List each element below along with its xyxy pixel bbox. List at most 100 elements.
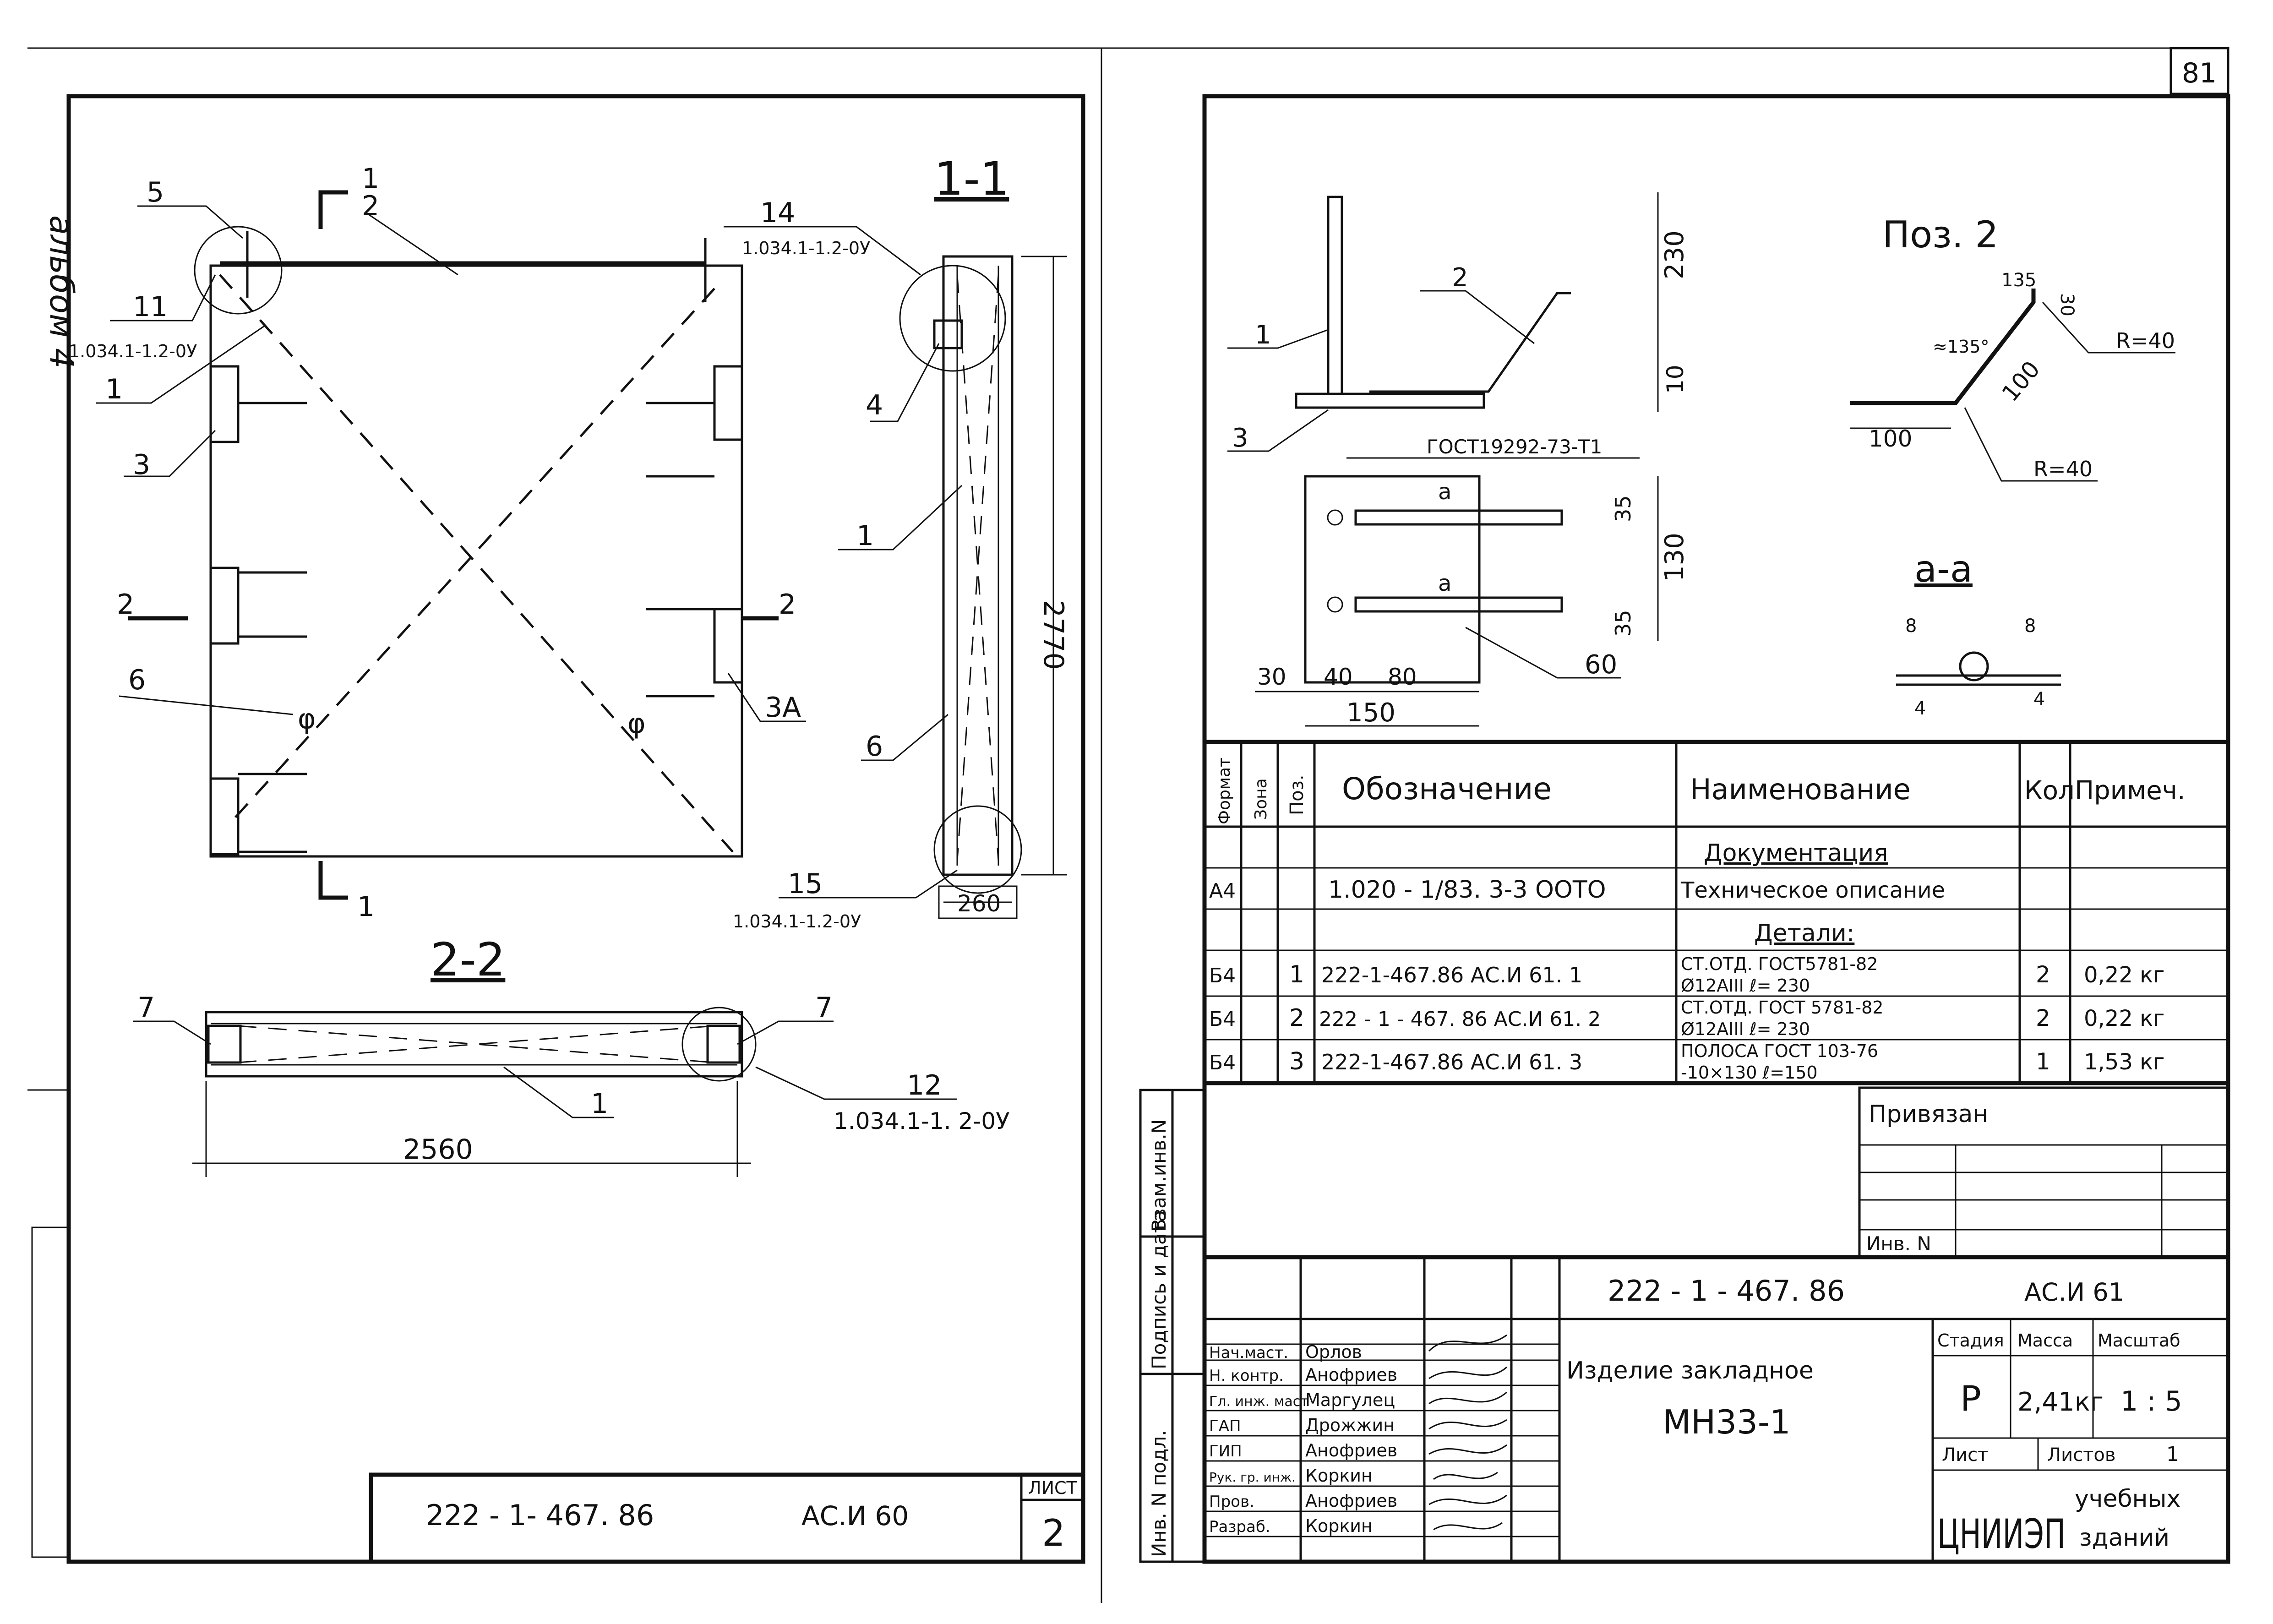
weld-mark: а [1438, 479, 1451, 505]
table-header: Обозначение [1342, 771, 1552, 807]
position-label: 2 [362, 190, 379, 222]
section-mark-1-bottom [318, 861, 348, 900]
doc-format: А4 [1209, 879, 1236, 903]
side-label-sign: Подпись и дата [1148, 1210, 1170, 1369]
position-label: 1 [856, 520, 874, 552]
table-row: Б4 1 222-1-467.86 АС.И 61. 1 СТ.ОТД. ГОС… [1209, 954, 2164, 996]
dimension: 100 [1869, 425, 1912, 452]
signature [1433, 1522, 1503, 1531]
plate-7-right [706, 1025, 741, 1064]
stud-hole-top [1327, 509, 1343, 526]
plan-view: 1 1 2 2 5 2 11 1.034.1-1.2-0У 1 3 6 φ φ … [69, 163, 806, 923]
specification-table: Формат Зона Поз. Обозначение Наименовани… [1202, 740, 2230, 1085]
position-label: 1 [105, 373, 123, 405]
leader-pos-3 [1227, 409, 1329, 452]
dimension: 30 [1257, 664, 1286, 690]
leader-6-section [861, 714, 948, 761]
node-circle-11 [194, 226, 283, 315]
node-circle-15 [933, 805, 1022, 894]
poz-2-detail: Поз. 2 135 30 ≈135° R=40 R=40 100 100 [1850, 213, 2175, 482]
leader-11 [110, 274, 216, 322]
leader-6 [119, 695, 294, 715]
position-label: 7 [137, 992, 155, 1024]
spec-table-frame [1202, 740, 2230, 1085]
person-name: Маргулец [1305, 1390, 1395, 1410]
role-label: Н. контр. [1209, 1367, 1284, 1385]
node-circle-12 [681, 1007, 757, 1082]
signature [1428, 1366, 1508, 1379]
dimension: 130 [1660, 533, 1690, 582]
signature [1433, 1471, 1498, 1480]
radius-label: R=40 [2116, 328, 2175, 353]
mass-value: 2,41кг [2017, 1387, 2104, 1417]
leader-pos-2 [1420, 290, 1535, 344]
leader-1-section-2 [503, 1066, 614, 1118]
stage-value: Р [1960, 1378, 1981, 1419]
album-note: альбом 4 [43, 215, 80, 368]
margin-box [31, 1226, 70, 1558]
left-stamp-frame [369, 1472, 1085, 1564]
role-label: Разраб. [1209, 1518, 1270, 1536]
position-label: 15 [788, 868, 823, 900]
leader-15 [779, 869, 958, 899]
plate-4 [933, 319, 963, 349]
position-label: 4 [866, 389, 883, 421]
org-name-line-1: учебных [2075, 1485, 2180, 1513]
row-format: Б4 [1209, 1008, 1236, 1031]
dimension: 230 [1660, 230, 1690, 279]
row-designation: 222 - 1 - 467. 86 АС.И 61. 2 [1319, 1008, 1601, 1031]
sheets-label: Листов [2047, 1444, 2115, 1466]
row-qty: 2 [2036, 961, 2050, 988]
angle-label: ≈135° [1933, 337, 1989, 357]
sheet-code: АС.И 60 [801, 1500, 909, 1531]
title-block-frame [1202, 1255, 2230, 1564]
stud-symbol: φ [627, 708, 646, 740]
position-label: 6 [128, 664, 146, 696]
sheet-code: АС.И 61 [2024, 1278, 2124, 1307]
radius-label: R=40 [2033, 457, 2093, 481]
dimension: 2560 [403, 1134, 473, 1166]
scale-label: Масштаб [2098, 1330, 2180, 1351]
position-ref: 1.034.1-1.2-0У [69, 341, 197, 361]
section-mark-label: 2 [117, 589, 134, 621]
section-title: 2-2 [431, 933, 505, 986]
product-title: Изделие закладное [1566, 1357, 1814, 1384]
dimension: 10 [1662, 365, 1689, 394]
stage-label: Стадия [1937, 1330, 2004, 1351]
table-header: Наименование [1690, 773, 1911, 806]
role-label: Нач.маст. [1209, 1344, 1288, 1362]
binding-inv-label: Инв. N [1866, 1232, 1931, 1255]
mass-label: Масса [2017, 1330, 2073, 1351]
handwritten-signatures [1428, 1334, 1508, 1531]
section-a-bar [1959, 651, 1989, 681]
dimension: 2770 [1037, 600, 1069, 670]
dimension: 4 [1914, 698, 1926, 719]
doc-designation: 1.020 - 1/83. 3-3 ООТО [1328, 876, 1606, 904]
row-pos: 2 [1289, 1004, 1304, 1032]
poz-2-bar [1850, 289, 2036, 405]
leader-7-right [737, 1020, 834, 1045]
role-label: Рук. гр. инж. [1209, 1470, 1296, 1485]
bar-plan-bottom [1354, 596, 1563, 613]
row-qty: 2 [2036, 1005, 2050, 1031]
dimension: 40 [1324, 664, 1353, 690]
stud-hole-bottom [1327, 596, 1343, 613]
side-label-zam: Взам.инв.N [1148, 1119, 1170, 1232]
table-header: Кол [2024, 776, 2075, 806]
position-label: 6 [866, 730, 883, 763]
role-label: Гл. инж. маст [1209, 1394, 1308, 1410]
position-label: 3 [1232, 423, 1248, 453]
section-mark-label: 2 [779, 589, 796, 621]
leader-60 [1465, 627, 1621, 679]
position-label: 5 [147, 176, 164, 208]
leader-7-left [133, 1020, 211, 1045]
person-name: Коркин [1305, 1516, 1373, 1536]
table-header: Формат [1215, 758, 1234, 824]
side-label-inv: Инв. N подл. [1148, 1430, 1170, 1558]
table-row: Б4 2 222 - 1 - 467. 86 АС.И 61. 2 СТ.ОТД… [1209, 997, 2164, 1039]
leader-3a [727, 673, 806, 722]
bar-2-elevation [1369, 292, 1571, 393]
position-label: 3А [765, 692, 801, 724]
section-1-1-diag-1 [956, 274, 999, 861]
